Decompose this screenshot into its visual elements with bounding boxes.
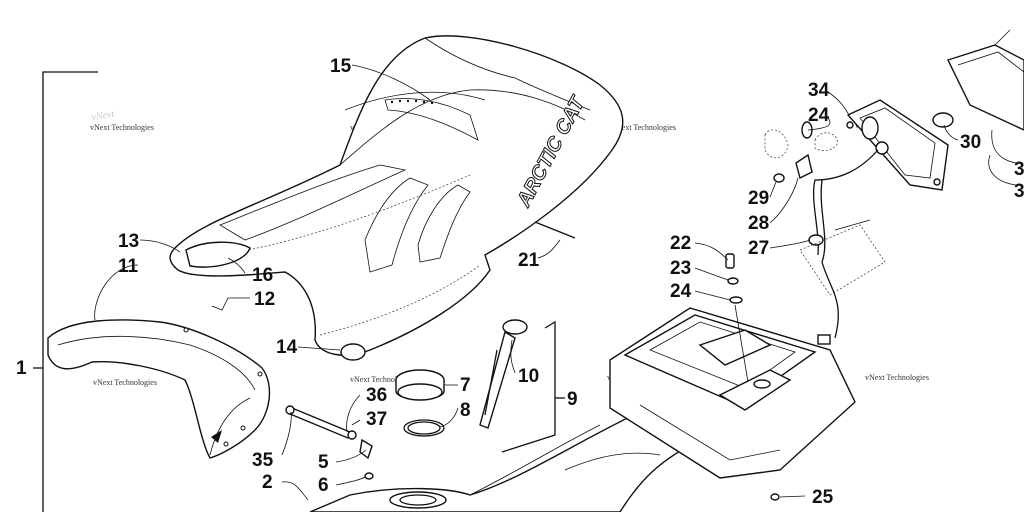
seat-patch-14 (340, 343, 366, 361)
callout-numbers: 1 2 5 6 7 8 9 10 11 12 13 14 15 16 21 22… (16, 56, 1024, 508)
callout-29: 29 (748, 188, 769, 209)
watermark: vNext Technologies (90, 123, 154, 132)
callout-6: 6 (318, 475, 329, 496)
callout-24: 24 (670, 281, 692, 302)
callout-9: 9 (567, 389, 578, 410)
callout-14: 14 (276, 337, 298, 358)
callout-11: 11 (118, 256, 139, 277)
callout-15: 15 (330, 56, 352, 77)
callout-37: 37 (366, 409, 387, 430)
callout-3b: 3 (1014, 181, 1024, 202)
callout-16: 16 (252, 265, 273, 286)
callout-1: 1 (16, 358, 27, 379)
callout-27: 27 (748, 238, 769, 259)
callout-7: 7 (460, 375, 471, 396)
taillight-assembly (764, 29, 1024, 345)
leader-lines (94, 64, 1017, 501)
callout-3a: 3 (1014, 159, 1024, 180)
watermark-shadow: vNext (91, 109, 115, 123)
cover-11 (47, 319, 271, 459)
assembly-bracket-1 (33, 71, 98, 512)
watermark: vNext Technologies (612, 123, 676, 132)
callout-28: 28 (748, 213, 769, 234)
fuel-tank (309, 411, 702, 512)
stitch-dots (390, 99, 434, 105)
callout-21: 21 (518, 250, 540, 271)
arrow-marker (211, 430, 222, 443)
watermark: vNext Technologies (865, 373, 929, 382)
callout-36: 36 (366, 385, 387, 406)
callout-23: 23 (670, 258, 691, 279)
callout-24b: 24 (808, 105, 830, 126)
seat-assembly: ARCTIC CAT (169, 35, 624, 361)
callout-8: 8 (460, 400, 471, 421)
watermark: vNext Technologies (350, 375, 414, 384)
callout-22: 22 (670, 233, 691, 254)
watermark: vNext Technologies (93, 378, 157, 387)
callout-5: 5 (318, 452, 329, 473)
callout-10: 10 (518, 366, 539, 387)
callout-35: 35 (252, 450, 274, 471)
callout-34: 34 (808, 80, 830, 101)
fuel-cap-group (395, 319, 565, 453)
callout-12: 12 (254, 289, 275, 310)
callout-2: 2 (262, 472, 273, 493)
callout-30: 30 (960, 132, 981, 153)
callout-25: 25 (812, 487, 834, 508)
storage-box (609, 253, 856, 501)
callout-13: 13 (118, 231, 139, 252)
hose-group (285, 405, 374, 480)
